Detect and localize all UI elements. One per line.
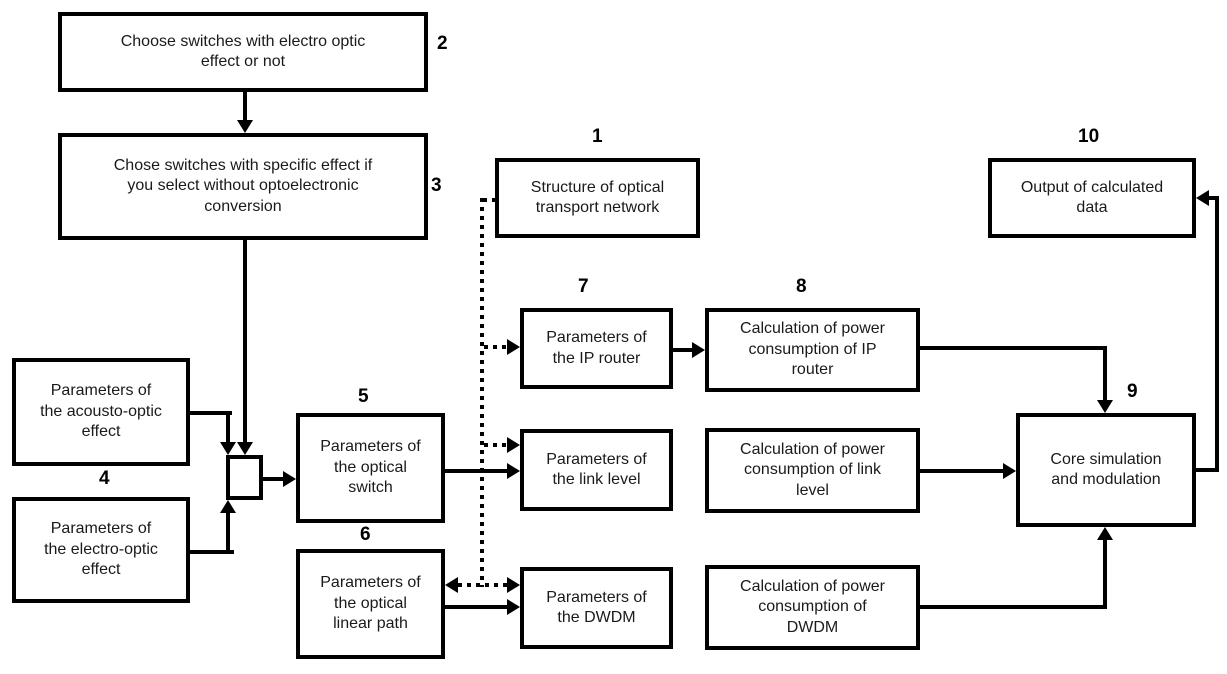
arrowhead-dotted-into-link-level (507, 437, 520, 453)
step-number-5: 5 (358, 386, 369, 407)
node-dwdm-parameters: Parameters of the DWDM (520, 567, 673, 649)
arrowhead-into-8 (692, 342, 705, 358)
step-number-3: 3 (431, 175, 442, 196)
arrowhead-into-5 (283, 471, 296, 487)
connector-8-to-9-v (1103, 346, 1107, 402)
arrowhead-into-3 (237, 120, 253, 133)
node-optical-linear-path-parameters: Parameters of the optical linear path (296, 549, 445, 659)
node-dwdm-power-calculation: Calculation of power consumption of DWDM (705, 565, 920, 650)
node-electro-optic-parameters: Parameters of the electro-optic effect (12, 497, 190, 603)
step-number-6: 6 (360, 524, 371, 545)
node-merge-junction (226, 455, 263, 500)
connector-dwdm-calc-to-9-h (920, 605, 1107, 609)
connector-9-to-10-v (1215, 196, 1219, 472)
node-acousto-optic-parameters: Parameters of the acousto-optic effect (12, 358, 190, 466)
dotted-branch-to-7-h (484, 345, 509, 349)
connector-link-calc-to-9-h (920, 469, 1005, 473)
arrowhead-dotted-into-7 (507, 339, 520, 355)
connector-6-to-dwdm-h (445, 605, 509, 609)
arrowhead-dotted-into-dwdm (507, 577, 520, 593)
connector-9-to-10-h1 (1196, 468, 1219, 472)
dotted-connector-1-down-v (480, 198, 484, 587)
step-number-10: 10 (1078, 126, 1100, 147)
connector-electro-to-junction-v (226, 511, 230, 554)
step-number-2: 2 (437, 33, 448, 54)
arrowhead-electro-into-junction (220, 500, 236, 513)
node-optical-switch-parameters: Parameters of the optical switch (296, 413, 445, 523)
arrowhead-dotted-into-6 (445, 577, 458, 593)
arrowhead-dwdm-calc-into-9 (1097, 527, 1113, 540)
connector-acousto-to-junction-v (226, 411, 230, 444)
connector-dwdm-calc-to-9-v (1103, 538, 1107, 609)
connector-7-to-8-h (673, 348, 695, 352)
connector-5-to-link-level-h (445, 469, 509, 473)
connector-8-to-9-h (920, 346, 1107, 350)
step-number-9: 9 (1127, 381, 1138, 402)
node-output-data: Output of calculated data (988, 158, 1196, 238)
node-chose-switches-specific-effect: Chose switches with specific effect if y… (58, 133, 428, 240)
dotted-branch-6-dwdm-h (458, 583, 509, 587)
arrowhead-link-calc-into-9 (1003, 463, 1016, 479)
node-link-level-power-calculation: Calculation of power consumption of link… (705, 428, 920, 513)
arrowhead-acousto-into-junction (220, 442, 236, 455)
step-number-8: 8 (796, 276, 807, 297)
arrowhead-5-into-link-level (507, 463, 520, 479)
connector-3-to-junction-v (243, 240, 247, 444)
node-choose-switches-electro-optic: Choose switches with electro optic effec… (58, 12, 428, 92)
connector-2-to-3-v (243, 92, 247, 122)
node-optical-transport-structure: Structure of optical transport network (495, 158, 700, 238)
node-link-level-parameters: Parameters of the link level (520, 429, 673, 511)
dotted-connector-1-stub-h (483, 198, 496, 202)
connector-acousto-to-junction-h (190, 411, 232, 415)
node-ip-router-parameters: Parameters of the IP router (520, 308, 673, 389)
connector-electro-to-junction-h (190, 550, 234, 554)
arrowhead-6-into-dwdm (507, 599, 520, 615)
dotted-branch-to-link-level-h (484, 443, 509, 447)
connector-junction-to-5-h (263, 477, 285, 481)
arrowhead-3-into-junction (237, 442, 253, 455)
node-ip-router-power-calculation: Calculation of power consumption of IP r… (705, 308, 920, 392)
connector-9-to-10-h2 (1207, 196, 1219, 200)
step-number-4: 4 (99, 468, 110, 489)
arrowhead-into-10 (1196, 190, 1209, 206)
node-core-simulation: Core simulation and modulation (1016, 413, 1196, 527)
arrowhead-8-into-9 (1097, 400, 1113, 413)
step-number-7: 7 (578, 276, 589, 297)
step-number-1: 1 (592, 126, 603, 147)
